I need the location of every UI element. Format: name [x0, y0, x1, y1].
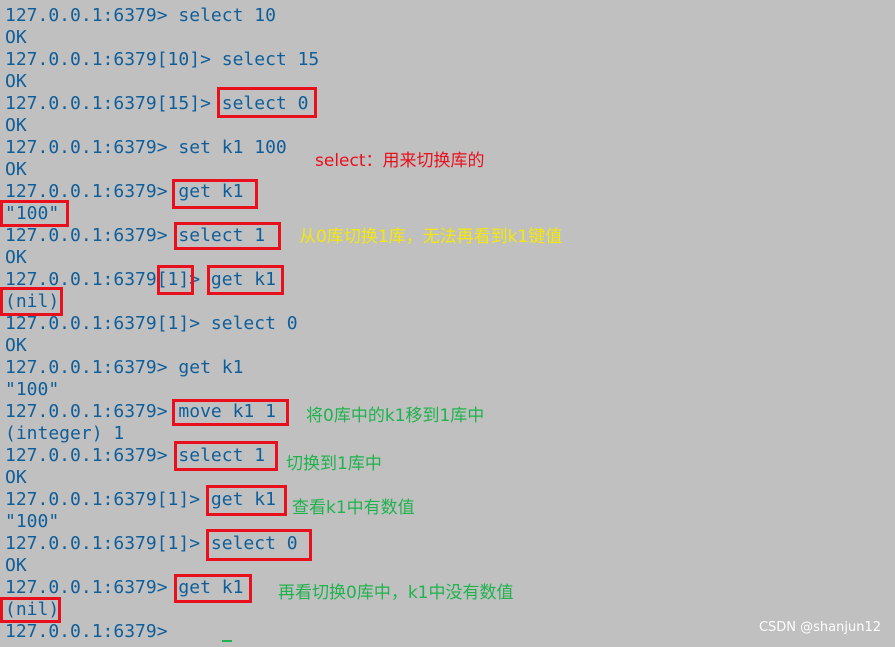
terminal-line: OK — [5, 27, 27, 48]
terminal-line: "100" — [5, 511, 60, 532]
terminal-line: 127.0.0.1:6379> select 1 — [5, 225, 266, 246]
cursor-mark — [222, 640, 232, 642]
terminal-line: (nil) — [5, 291, 60, 312]
terminal-line: 127.0.0.1:6379[1]> select 0 — [5, 533, 298, 554]
terminal-line: 127.0.0.1:6379> get k1 — [5, 357, 244, 378]
annotation-view-k1: 查看k1中有数值 — [292, 498, 415, 518]
terminal-line: OK — [5, 555, 27, 576]
terminal-line: "100" — [5, 379, 60, 400]
annotation-switch-db: 从0库切换1库，无法再看到k1键值 — [299, 227, 563, 247]
terminal-line: (nil) — [5, 599, 60, 620]
terminal-line: OK — [5, 71, 27, 92]
terminal-line: 127.0.0.1:6379> get k1 — [5, 577, 244, 598]
terminal-line: 127.0.0.1:6379[1]> select 0 — [5, 313, 298, 334]
terminal-line: 127.0.0.1:6379[1]> get k1 — [5, 269, 276, 290]
terminal-line: "100" — [5, 203, 60, 224]
terminal-prompt[interactable]: 127.0.0.1:6379> — [5, 621, 168, 642]
terminal-line: 127.0.0.1:6379> set k1 100 — [5, 137, 287, 158]
terminal-line: OK — [5, 159, 27, 180]
terminal-line: 127.0.0.1:6379> select 10 — [5, 5, 276, 26]
terminal-line: OK — [5, 247, 27, 268]
annotation-back-to-0: 再看切换0库中，k1中没有数值 — [278, 583, 514, 603]
terminal-line: 127.0.0.1:6379> move k1 1 — [5, 401, 276, 422]
terminal-line: OK — [5, 335, 27, 356]
terminal-line: OK — [5, 467, 27, 488]
terminal-line: 127.0.0.1:6379[10]> select 15 — [5, 49, 320, 70]
terminal-line: OK — [5, 115, 27, 136]
annotation-switch-to-1: 切换到1库中 — [286, 454, 382, 474]
terminal-line: 127.0.0.1:6379[15]> select 0 — [5, 93, 309, 114]
terminal-line: 127.0.0.1:6379> select 1 — [5, 445, 266, 466]
terminal-line: 127.0.0.1:6379[1]> get k1 — [5, 489, 276, 510]
csdn-watermark: CSDN @shanjun12 — [758, 620, 881, 635]
terminal-line: (integer) 1 — [5, 423, 125, 444]
annotation-move: 将0库中的k1移到1库中 — [306, 406, 485, 426]
terminal-line: 127.0.0.1:6379> get k1 — [5, 181, 244, 202]
annotation-select: select：用来切换库的 — [315, 151, 485, 171]
